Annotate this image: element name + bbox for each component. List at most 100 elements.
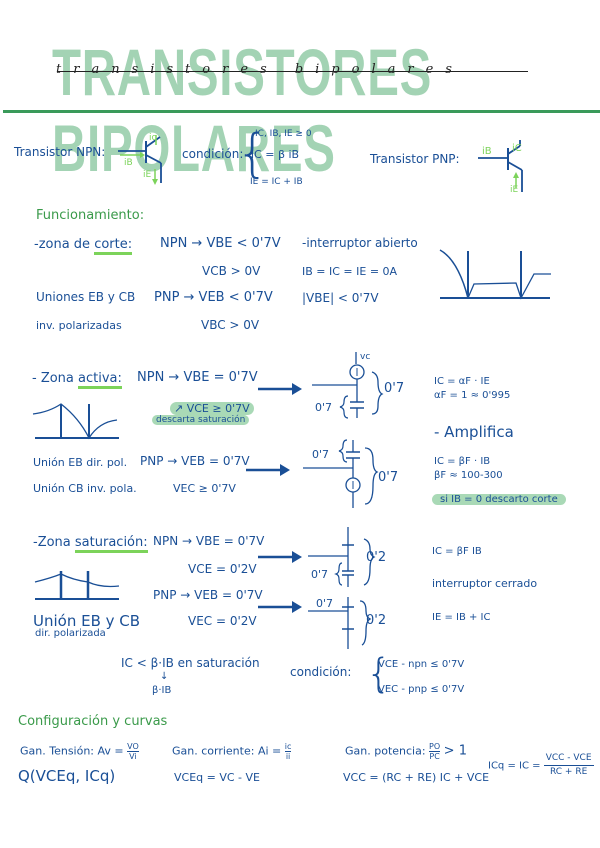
saturacion-nota-arrow: ↓: [160, 671, 169, 682]
saturacion-circuit-02: 0'2: [366, 550, 387, 565]
activa-circuit-07-left: 0'7: [315, 401, 333, 414]
saturacion-union: Unión EB y CB: [33, 612, 141, 630]
saturacion-heading: -Zona saturación:: [33, 535, 148, 553]
condition-2: iC = β iB: [251, 148, 300, 161]
saturacion-cond-npn: VCE - npn ≤ 0'7V: [378, 659, 465, 670]
activa-si-ib: si IB = 0 descarto corte: [432, 494, 566, 505]
corte-uniones: Uniones EB y CB: [36, 290, 136, 304]
title-script-line: [58, 71, 528, 72]
npn-label: Transistor NPN:: [14, 145, 106, 159]
q-point: Q(VCEq, ICq): [18, 767, 116, 785]
condition-1: IC, IB, IE ≥ 0: [255, 129, 312, 139]
saturacion-nota: IC < β·IB en saturación: [121, 656, 260, 670]
corte-pnp: PNP → VEB < 0'7V: [154, 290, 273, 305]
saturacion-npn-circuit: [308, 527, 376, 587]
pnp-ib-label: iB: [482, 146, 492, 157]
gan-potencia-fraction: PO PC: [429, 742, 441, 761]
saturacion-condicion-label: condición:: [290, 665, 352, 679]
gan-corriente-fraction: ic ii: [284, 742, 292, 761]
saturacion-circuit2-02: 0'2: [366, 613, 387, 628]
gan-corriente: Gan. corriente: Ai = ic ii: [172, 742, 292, 761]
npn-transistor-symbol: [118, 135, 162, 185]
gan-corriente-num: ic: [284, 742, 292, 752]
gan-tension-num: VO: [127, 742, 139, 752]
saturacion-pnp-circuit: [308, 597, 372, 649]
npn-ie-label: iE: [143, 170, 152, 180]
icq-label: ICq = IC =: [488, 760, 541, 772]
arrow-icon: [258, 383, 302, 395]
condition-label: condición:: [182, 147, 244, 161]
activa-prefix: - Zona: [32, 371, 74, 386]
page-title-script: transistores bipolares: [56, 62, 464, 77]
pnp-ic-label: iC: [512, 143, 522, 154]
gan-tension: Gan. Tensión: Av = VO Vi: [20, 742, 139, 761]
pnp-ie-label: iE: [510, 185, 519, 195]
vcc-formula: VCC = (RC + RE) IC + VCE: [343, 771, 490, 784]
saturacion-band-diagram: [34, 571, 120, 600]
icq-den: RC + RE: [549, 767, 588, 777]
gan-potencia-num: PO: [429, 742, 441, 752]
pnp-label: Transistor PNP:: [370, 152, 460, 166]
activa-descarta: descarta saturación: [152, 415, 250, 425]
activa-circuit-vc: vc: [360, 352, 371, 362]
arrow-icon: [258, 601, 302, 613]
saturacion-keyword: saturación:: [74, 535, 148, 553]
saturacion-interruptor: interruptor cerrado: [432, 577, 538, 590]
saturacion-vce: VCE = 0'2V: [188, 562, 257, 576]
page-title: TRANSISTORES BIPOLARES: [52, 35, 433, 185]
corte-interruptor: -interruptor abierto: [302, 236, 418, 250]
saturacion-vec: VEC = 0'2V: [188, 614, 257, 628]
activa-beta-range: βF ≈ 100-300: [434, 470, 503, 481]
gan-potencia: Gan. potencia: PO PC > 1: [345, 742, 467, 761]
icq-num: VCC - VCE: [543, 752, 594, 766]
vceq-formula: VCEq = VC - VE: [174, 771, 260, 784]
activa-circuit-07-right: 0'7: [384, 381, 405, 396]
corte-vbc: VBC > 0V: [201, 318, 260, 332]
activa-pnp-circuit: [303, 439, 379, 508]
gan-tension-label: Gan. Tensión: Av =: [20, 744, 124, 758]
icq-formula: ICq = IC = VCC - VCE RC + RE: [488, 752, 594, 779]
gan-tension-den: Vi: [129, 752, 137, 761]
saturacion-dir: dir. polarizada: [35, 628, 106, 639]
activa-npn: NPN → VBE = 0'7V: [137, 370, 258, 385]
activa-band-diagram: [32, 403, 119, 440]
npn-ic-label: ic: [149, 133, 157, 143]
activa-pnp: PNP → VEB = 0'7V: [140, 454, 250, 468]
saturacion-ic-formula: IC = βF IB: [432, 546, 482, 557]
arrow-icon: [246, 464, 290, 476]
saturacion-pnp: PNP → VEB = 0'7V: [153, 588, 263, 602]
activa-amplifica: - Amplifica: [434, 423, 514, 441]
corte-heading: -zona de corte:: [34, 237, 133, 255]
header-divider: [3, 110, 600, 113]
saturacion-condicion-brace: {: [366, 651, 392, 697]
pnp-transistor-symbol: [478, 140, 523, 192]
corte-prefix: -zona de: [34, 237, 91, 252]
icq-fraction: VCC - VCE RC + RE: [543, 752, 594, 779]
activa-union-eb: Unión EB dir. pol.: [33, 456, 128, 469]
saturacion-ie-formula: IE = IB + IC: [432, 612, 491, 623]
gan-potencia-rel: > 1: [443, 743, 467, 759]
arrow-icon: [258, 551, 302, 563]
corte-inv: inv. polarizadas: [36, 319, 122, 332]
condition-brace: {: [236, 124, 270, 184]
activa-union-cb: Unión CB inv. pola.: [33, 482, 137, 495]
saturacion-prefix: -Zona: [33, 535, 71, 550]
activa-vce-note: ↗ VCE ≥ 0'7V: [170, 402, 254, 415]
gan-tension-fraction: VO Vi: [127, 742, 139, 761]
gan-corriente-den: ii: [285, 752, 291, 761]
funcionamiento-heading: Funcionamiento:: [36, 208, 145, 223]
activa-heading: - Zona activa:: [32, 371, 122, 389]
activa-ic-beta: IC = βF · IB: [434, 456, 491, 467]
saturacion-circuit2-07: 0'7: [316, 597, 334, 610]
corte-currents: IB = IC = IE = 0A: [302, 265, 398, 278]
npn-ib-label: iB: [124, 158, 133, 168]
corte-vbe-abs: |VBE| < 0'7V: [302, 291, 379, 305]
activa-ic-formula: IC = αF · IE: [434, 376, 490, 387]
gan-potencia-label: Gan. potencia:: [345, 744, 426, 758]
corte-keyword: corte:: [94, 237, 133, 255]
gan-corriente-label: Gan. corriente: Ai =: [172, 744, 282, 758]
corte-band-diagram: [439, 249, 551, 300]
configuracion-heading: Configuración y curvas: [18, 714, 168, 729]
condition-3: IE = IC + IB: [250, 177, 303, 187]
saturacion-npn: NPN → VBE = 0'7V: [153, 534, 265, 548]
